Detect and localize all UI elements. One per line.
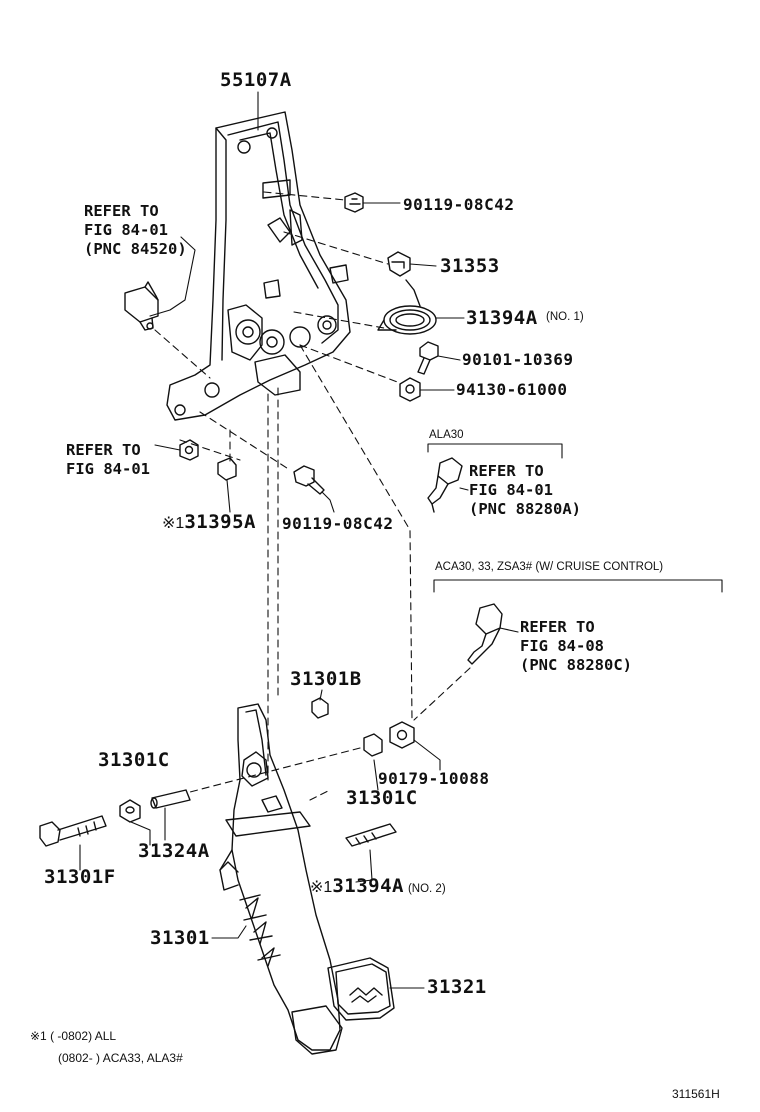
group-label-cruise-control: ACA30, 33, ZSA3# (W/ CRUISE CONTROL) xyxy=(435,561,664,573)
refer-line-1: REFER TO xyxy=(520,618,595,636)
part-label-90101: 90101-10369 xyxy=(462,350,574,369)
dashed-guide-lines xyxy=(154,191,471,801)
bolt-90119-top-shape xyxy=(344,192,364,213)
switch-88280c-shape xyxy=(467,603,503,665)
refer-line-3: (PNC 88280C) xyxy=(520,656,632,674)
refer-to-84-01-left: REFER TO FIG 84-01 xyxy=(66,441,150,479)
part-label-31301b: 31301B xyxy=(290,668,362,690)
refer-to-84520: REFER TO FIG 84-01 (PNC 84520) xyxy=(84,202,187,259)
cushion-31301b-shape xyxy=(311,697,329,719)
bolt-31301f-shape xyxy=(39,815,107,847)
refer-line-3: (PNC 88280A) xyxy=(469,500,581,518)
part-label-31394a-no2-group: ※131394A(NO. 2) xyxy=(310,877,446,896)
part-label-31394a-no2: 31394A xyxy=(332,875,404,897)
pedal-pad-31321-shape xyxy=(327,957,395,1021)
switch-84520-shape xyxy=(124,281,159,331)
bushing-31301c-right-shape xyxy=(363,733,383,757)
pedal-bracket-55107a xyxy=(166,111,351,421)
spring-31394a-shape xyxy=(377,279,437,335)
part-label-31353: 31353 xyxy=(440,255,500,277)
refer-line-1: REFER TO xyxy=(84,202,159,220)
group-brackets xyxy=(427,443,723,593)
part-label-31301c-right: 31301C xyxy=(346,787,418,809)
part-label-31321: 31321 xyxy=(427,976,487,998)
nut-left-shape xyxy=(179,439,199,461)
nut-90179-shape xyxy=(389,721,415,749)
part-note-no2: (NO. 2) xyxy=(407,883,446,895)
part-label-31394a: 31394A xyxy=(466,307,538,329)
refer-line-2: FIG 84-01 xyxy=(66,460,150,478)
part-label-31301: 31301 xyxy=(150,927,210,949)
switch-88280a-shape xyxy=(427,457,463,513)
group-label-ala30: ALA30 xyxy=(429,429,464,441)
nut-94130-shape xyxy=(399,377,421,402)
refer-line-2: FIG 84-08 xyxy=(520,637,604,655)
footnote-mark: ※1 xyxy=(162,515,185,532)
part-note-no1: (NO. 1) xyxy=(546,311,584,323)
footnote-mark: ※1 xyxy=(310,879,333,896)
refer-line-1: REFER TO xyxy=(469,462,544,480)
bolt-90119-mid-shape xyxy=(293,465,325,495)
part-label-55107a: 55107A xyxy=(220,69,292,91)
part-label-94130: 94130-61000 xyxy=(456,380,568,399)
footnote-line-2: (0802- ) ACA33, ALA3# xyxy=(58,1051,183,1065)
collar-31324a-shape xyxy=(150,789,191,809)
leader-lines xyxy=(79,91,519,989)
refer-line-3: (PNC 84520) xyxy=(84,240,187,258)
part-label-90119-top: 90119-08C42 xyxy=(403,195,515,214)
refer-to-88280c: REFER TO FIG 84-08 (PNC 88280C) xyxy=(520,618,632,675)
part-label-31301f: 31301F xyxy=(44,866,116,888)
clip-31353-shape xyxy=(387,251,411,277)
part-label-90119-mid: 90119-08C42 xyxy=(282,514,394,533)
refer-line-2: FIG 84-01 xyxy=(469,481,553,499)
diagram-code: 311561H xyxy=(672,1087,720,1101)
refer-line-2: FIG 84-01 xyxy=(84,221,168,239)
part-label-31395a: 31395A xyxy=(184,511,256,533)
part-label-31301c-left: 31301C xyxy=(98,749,170,771)
pedal-arm-31301-shape xyxy=(219,703,343,1055)
part-label-31395a-group: ※131395A xyxy=(162,513,256,532)
part-label-90179: 90179-10088 xyxy=(378,769,490,788)
part-label-31324a: 31324A xyxy=(138,840,210,862)
footnote-line-1: ※1 ( -0802) ALL xyxy=(30,1029,117,1043)
refer-to-88280a: REFER TO FIG 84-01 (PNC 88280A) xyxy=(469,462,581,519)
bolt-90101-shape xyxy=(417,341,439,375)
stopper-31395a-shape xyxy=(217,457,237,481)
stud-31394a-no2-shape xyxy=(345,823,397,847)
bushing-31301c-left-shape xyxy=(119,799,141,823)
refer-line-1: REFER TO xyxy=(66,441,141,459)
